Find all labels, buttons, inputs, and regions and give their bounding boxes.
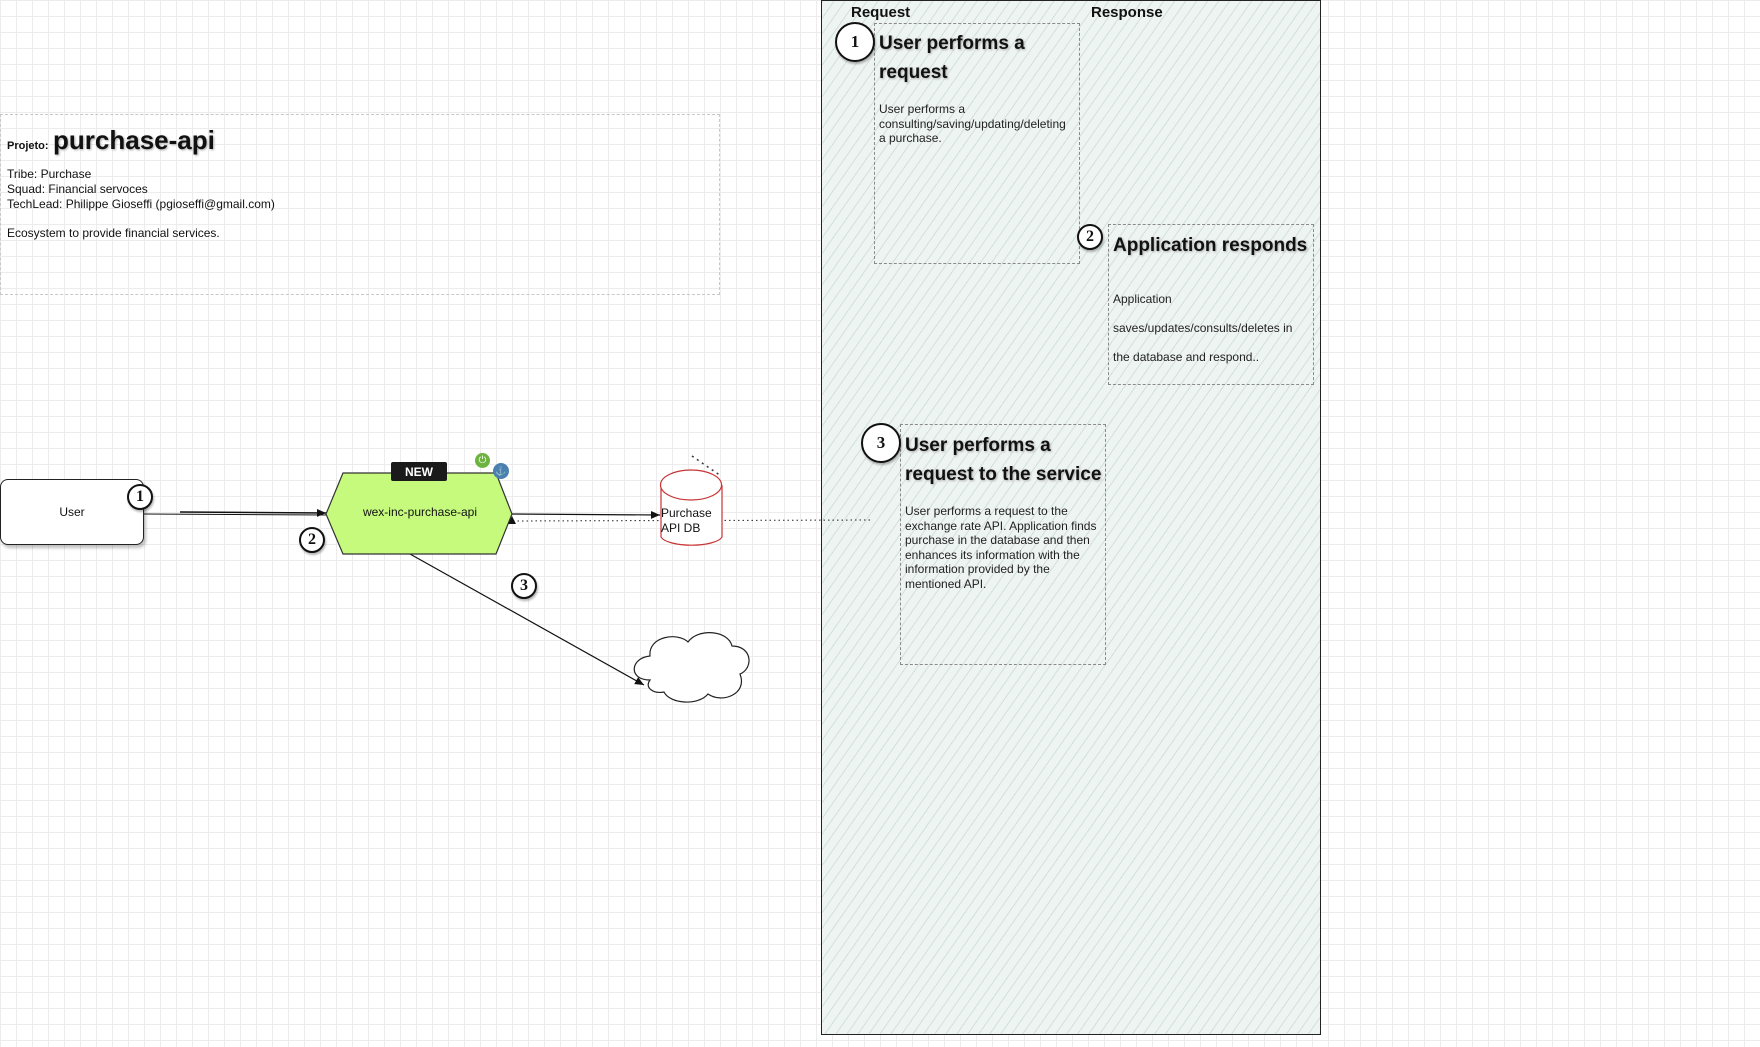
step-2-title: Application responds: [1113, 235, 1308, 256]
step-1-title: User performs a request: [879, 33, 1025, 83]
project-info-card: Projeto: purchase-api Tribe: Purchase Sq…: [0, 114, 720, 295]
user-to-service-line: [143, 513, 327, 516]
step-3-description: User performs a request to the exchange …: [905, 504, 1097, 591]
project-squad: Squad: Financial servoces: [7, 182, 148, 196]
user-node[interactable]: User: [0, 479, 144, 545]
project-title-line: Projeto: purchase-api: [7, 125, 215, 156]
docker-icon: ⚓: [493, 463, 509, 479]
database-icon: [659, 469, 723, 546]
lane-header-request: Request: [851, 4, 911, 21]
dotted-arrow-head: [508, 516, 516, 524]
step-3-box: [900, 424, 1106, 665]
user-label: User: [59, 505, 85, 519]
step-1-number: 1: [835, 22, 875, 62]
database-label: Purchase API DB: [661, 506, 712, 535]
step-2-description: Application saves/updates/consults/delet…: [1113, 292, 1293, 364]
step-2-box: [1108, 224, 1314, 385]
service-label: wex-inc-purchase-api: [362, 505, 478, 519]
power-icon: ⏻: [475, 453, 490, 468]
project-techlead: TechLead: Philippe Gioseffi (pgioseffi@g…: [7, 197, 275, 211]
flow-badge-3: 3: [511, 573, 537, 599]
lane-header-response: Response: [1091, 4, 1163, 21]
user-to-service-arrow: [179, 508, 327, 517]
project-name: purchase-api: [53, 125, 215, 155]
project-description: Ecosystem to provide financial services.: [7, 226, 220, 240]
request-response-lane: [821, 0, 1321, 1035]
step-1-box: [874, 23, 1080, 264]
new-badge: NEW: [391, 462, 447, 481]
project-tribe: Tribe: Purchase: [7, 167, 92, 181]
service-to-cloud-arrow: [409, 553, 645, 686]
step3-to-service-dotted-line: [511, 519, 871, 522]
project-prefix: Projeto:: [7, 140, 49, 152]
step-3-number: 3: [861, 423, 901, 463]
step-1-description: User performs a consulting/saving/updati…: [879, 102, 1066, 145]
cloud-icon: [633, 632, 750, 703]
service-to-db-arrow: [509, 510, 661, 519]
flow-badge-1: 1: [127, 484, 153, 510]
flow-badge-2: 2: [299, 527, 325, 553]
step-3-title: User performs a request to the service: [905, 435, 1102, 485]
step-2-number: 2: [1077, 224, 1103, 250]
